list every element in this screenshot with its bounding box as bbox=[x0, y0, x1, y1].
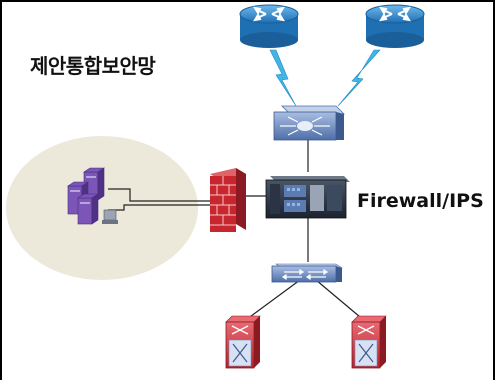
internal-zone-ellipse bbox=[6, 136, 198, 280]
link-switch-atm-left bbox=[242, 279, 301, 323]
workstation-icon bbox=[103, 209, 117, 221]
atm-switch-left-icon[interactable] bbox=[225, 315, 261, 369]
router-right-icon[interactable] bbox=[365, 4, 425, 48]
link-switch-atm-right bbox=[315, 279, 367, 323]
link-wall-server bbox=[108, 188, 210, 202]
multilayer-switch-icon[interactable] bbox=[273, 105, 345, 141]
firewall-appliance-icon[interactable] bbox=[265, 176, 350, 219]
atm-switch-right-icon[interactable] bbox=[351, 315, 387, 369]
brick-firewall-icon[interactable] bbox=[210, 168, 246, 232]
switch-icon[interactable] bbox=[271, 263, 343, 283]
diagram-title: 제안통합보안망 bbox=[30, 54, 156, 78]
router-left-icon[interactable] bbox=[239, 4, 299, 48]
wan-lightning-left bbox=[269, 49, 297, 107]
firewall-ips-label: Firewall/IPS bbox=[357, 190, 484, 212]
wan-lightning-right bbox=[337, 49, 381, 107]
connection-lines bbox=[108, 140, 367, 323]
server-cluster-icon[interactable] bbox=[67, 167, 118, 225]
